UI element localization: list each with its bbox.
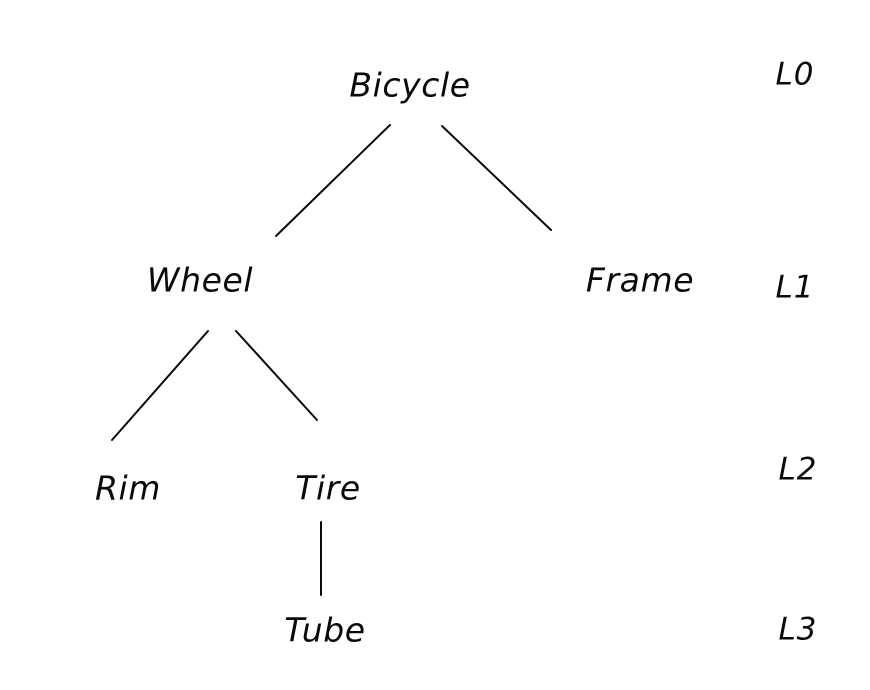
edge-wheel-tire xyxy=(235,330,318,421)
level-label-l0: L0 xyxy=(775,56,815,93)
edge-wheel-rim xyxy=(111,330,209,441)
node-frame[interactable]: Frame xyxy=(585,260,695,300)
level-label-l3: L3 xyxy=(778,611,818,648)
edge-bicycle-frame xyxy=(441,125,552,231)
node-wheel[interactable]: Wheel xyxy=(146,260,254,300)
edge-bicycle-wheel xyxy=(275,124,391,237)
node-bicycle[interactable]: Bicycle xyxy=(349,65,471,105)
level-label-l1: L1 xyxy=(775,269,815,306)
node-tube[interactable]: Tube xyxy=(284,610,366,650)
node-rim[interactable]: Rim xyxy=(94,468,162,508)
level-label-l2: L2 xyxy=(778,451,818,488)
node-tire[interactable]: Tire xyxy=(295,468,361,508)
